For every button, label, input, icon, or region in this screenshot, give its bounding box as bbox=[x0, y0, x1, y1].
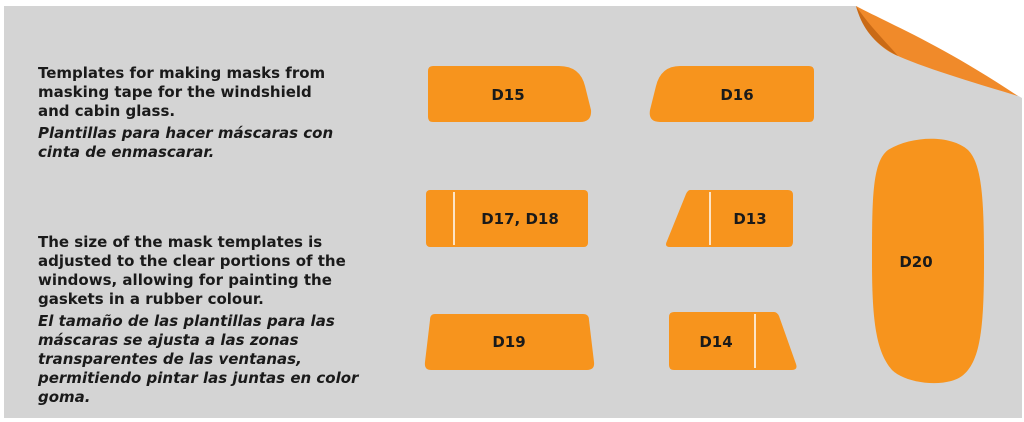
template-d15: D15 bbox=[428, 66, 592, 122]
template-d19: D19 bbox=[424, 314, 595, 370]
template-d17-d18: D17, D18 bbox=[426, 190, 588, 247]
template-d15-label: D15 bbox=[491, 86, 524, 104]
note-text-block: The size of the mask templates is adjust… bbox=[38, 233, 368, 407]
template-d14-label: D14 bbox=[699, 333, 732, 351]
template-d13-label: D13 bbox=[733, 210, 766, 228]
template-d13: D13 bbox=[666, 190, 793, 247]
note-english: The size of the mask templates is adjust… bbox=[38, 233, 346, 308]
page-curl-icon bbox=[856, 6, 1018, 96]
intro-text-block: Templates for making masks from masking … bbox=[38, 64, 338, 162]
template-d20-label: D20 bbox=[899, 253, 932, 271]
template-d19-label: D19 bbox=[492, 333, 525, 351]
note-spanish: El tamaño de las plantillas para las más… bbox=[38, 312, 359, 406]
template-d20: D20 bbox=[872, 138, 984, 384]
intro-english: Templates for making masks from masking … bbox=[38, 64, 326, 120]
template-d17-d18-label: D17, D18 bbox=[481, 210, 559, 228]
template-d14: D14 bbox=[669, 312, 797, 370]
template-d16-label: D16 bbox=[720, 86, 753, 104]
intro-spanish: Plantillas para hacer máscaras con cinta… bbox=[38, 124, 334, 161]
template-d16: D16 bbox=[649, 66, 814, 122]
